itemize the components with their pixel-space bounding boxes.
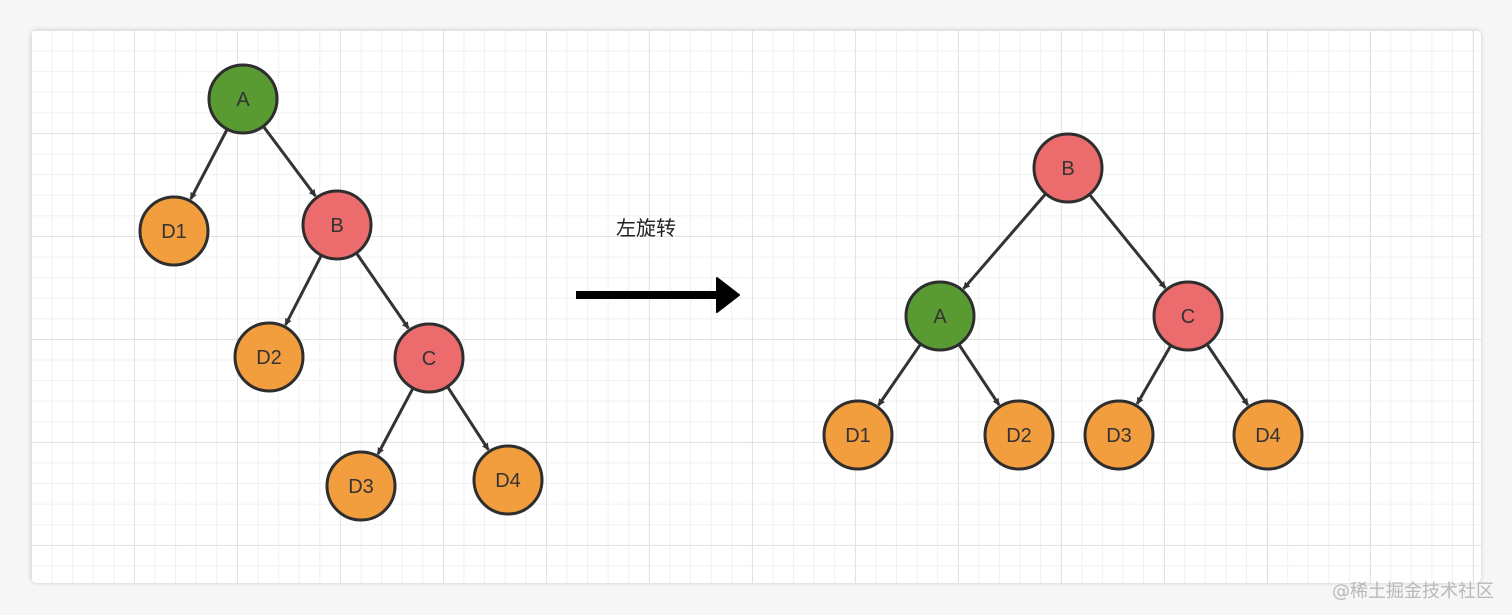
node-label-l-B: B [330,215,343,237]
edge-l-A-to-l-B [262,126,317,197]
node-circle-r-B [1032,132,1104,204]
node-label-r-D4: D4 [1255,425,1281,447]
edge-r-B-to-r-C [1088,194,1167,289]
node-r-A: A [904,280,976,352]
edge-r-B-to-r-A [962,193,1047,290]
node-l-D4: D4 [472,444,544,516]
node-circle-l-D3 [325,450,397,522]
node-circle-r-D3 [1083,399,1155,471]
edge-r-C-to-r-D4 [1206,344,1250,406]
node-circle-r-D1 [822,399,894,471]
node-l-D2: D2 [233,321,305,393]
node-label-l-C: C [422,348,436,370]
node-circle-r-C [1152,280,1224,352]
edge-r-C-to-r-D3 [1135,345,1172,405]
node-circle-l-C [393,322,465,394]
edge-l-C-to-l-D3 [376,388,414,455]
node-label-r-D2: D2 [1006,425,1032,447]
node-label-r-B: B [1061,158,1074,180]
node-l-B: B [301,189,373,261]
node-l-C: C [393,322,465,394]
node-l-D1: D1 [138,195,210,267]
node-circle-r-A [904,280,976,352]
node-label-r-D3: D3 [1106,425,1132,447]
left-rotation-arrow [576,277,740,313]
node-circle-r-D2 [983,399,1055,471]
node-r-C: C [1152,280,1224,352]
node-circle-l-A [207,63,279,135]
edge-l-B-to-l-C [355,252,410,330]
node-r-D2: D2 [983,399,1055,471]
node-label-r-C: C [1181,306,1195,328]
edges-layer [189,126,1250,455]
edge-r-A-to-r-D2 [958,344,1001,406]
node-label-l-A: A [236,89,250,111]
node-circle-r-D4 [1232,399,1304,471]
edge-l-A-to-l-D1 [189,129,229,200]
rotation-caption: 左旋转 [616,216,676,240]
node-label-l-D1: D1 [161,221,187,243]
node-l-A: A [207,63,279,135]
watermark: @稀土掘金技术社区 [1332,581,1494,602]
node-label-r-A: A [933,306,947,328]
node-circle-l-B [301,189,373,261]
edge-r-A-to-r-D1 [877,343,922,407]
node-circle-l-D2 [233,321,305,393]
node-r-D1: D1 [822,399,894,471]
node-circle-l-D1 [138,195,210,267]
node-label-r-D1: D1 [845,425,871,447]
big-arrow-head [716,277,740,313]
node-label-l-D4: D4 [495,470,521,492]
edge-l-C-to-l-D4 [446,386,490,451]
node-r-D4: D4 [1232,399,1304,471]
node-r-D3: D3 [1083,399,1155,471]
node-circle-l-D4 [472,444,544,516]
node-l-D3: D3 [325,450,397,522]
edge-l-B-to-l-D2 [284,255,323,326]
node-label-l-D3: D3 [348,476,374,498]
node-label-l-D2: D2 [256,347,282,369]
node-r-B: B [1032,132,1104,204]
